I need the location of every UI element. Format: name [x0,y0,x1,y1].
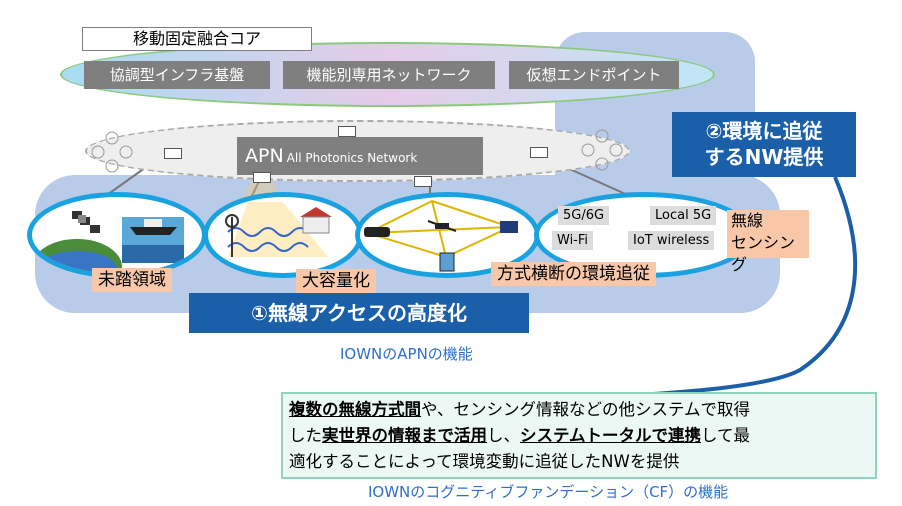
wireless-type-local5g: Local 5G [650,206,717,225]
unexplored-area-label: 未踏領域 [92,268,172,292]
desc-text-1: や、センシング情報などの他システムで取得 [421,400,751,419]
apn-node [530,147,548,158]
satellite-icon [72,211,100,233]
wireless-type-iot: IoT wireless [628,231,715,250]
cf-function-caption: IOWNのコグニティブファンデーション（CF）の機能 [368,483,729,501]
capacity-circle [203,192,363,278]
cross-method-illustration [364,199,518,272]
apn-name: APN [245,145,284,167]
apn-node [338,126,356,137]
wireless-type-wifi: Wi-Fi [552,231,594,250]
wireless-capacity-illustration [225,202,332,257]
description-line3: 適化することによって環境変動に追従したNWを提供 [289,452,680,471]
capacity-label: 大容量化 [296,269,376,293]
wireless-sensing-line2: センシング [731,233,796,274]
apn-node [164,148,182,159]
unexplored-area-circle [27,192,207,278]
car-icon [364,227,390,237]
satellite-ship-illustration [32,211,184,273]
environment-nw-line2: するNW提供 [704,145,824,169]
service-virtual-endpoint: 仮想エンドポイント [509,61,679,89]
house-icon [300,207,332,234]
desc-bold-1: 複数の無線方式間 [289,400,421,419]
desc-text-4: して最 [701,426,751,445]
apn-full-name: All Photonics Network [286,151,418,165]
wireless-type-5g6g: 5G/6G [558,206,610,225]
ship-icon [130,219,177,235]
core-title: 移動固定融合コア [82,27,312,51]
description-box: 複数の無線方式間や、センシング情報などの他システムで取得 した実世界の情報まで活… [281,392,877,479]
cross-method-label: 方式横断の環境追従 [491,262,656,286]
apn-function-caption: IOWNのAPNの機能 [340,345,473,363]
wireless-sensing-label: 無線 センシング [727,210,809,274]
apn-node [253,172,271,183]
wireless-access-banner: ①無線アクセスの高度化 [189,293,529,333]
antenna-icon [225,214,239,257]
flower-node-icon [581,129,623,171]
desc-bold-3: システムトータルで連携 [520,426,702,445]
cross-method-circle [355,192,540,278]
description-line2: した実世界の情報まで活用し、システムトータルで連携して最 [289,423,869,449]
wireless-sensing-line1: 無線 [731,211,764,230]
drone-icon [427,220,457,232]
service-cooperative-infra: 協調型インフラ基盤 [84,61,270,89]
tablet-icon [439,252,455,272]
desc-text-2: した [289,426,322,445]
desc-bold-2: 実世界の情報まで活用 [322,426,487,445]
flower-node-icon [91,131,133,173]
apn-node [414,176,432,187]
environment-nw-line1: ②環境に追従 [705,119,823,143]
environment-nw-banner: ②環境に追従 するNW提供 [672,112,856,177]
service-dedicated-network: 機能別専用ネットワーク [283,61,495,89]
description-line1: 複数の無線方式間や、センシング情報などの他システムで取得 [289,397,869,423]
solar-panel-icon [500,221,518,233]
desc-text-3: し、 [487,426,520,445]
